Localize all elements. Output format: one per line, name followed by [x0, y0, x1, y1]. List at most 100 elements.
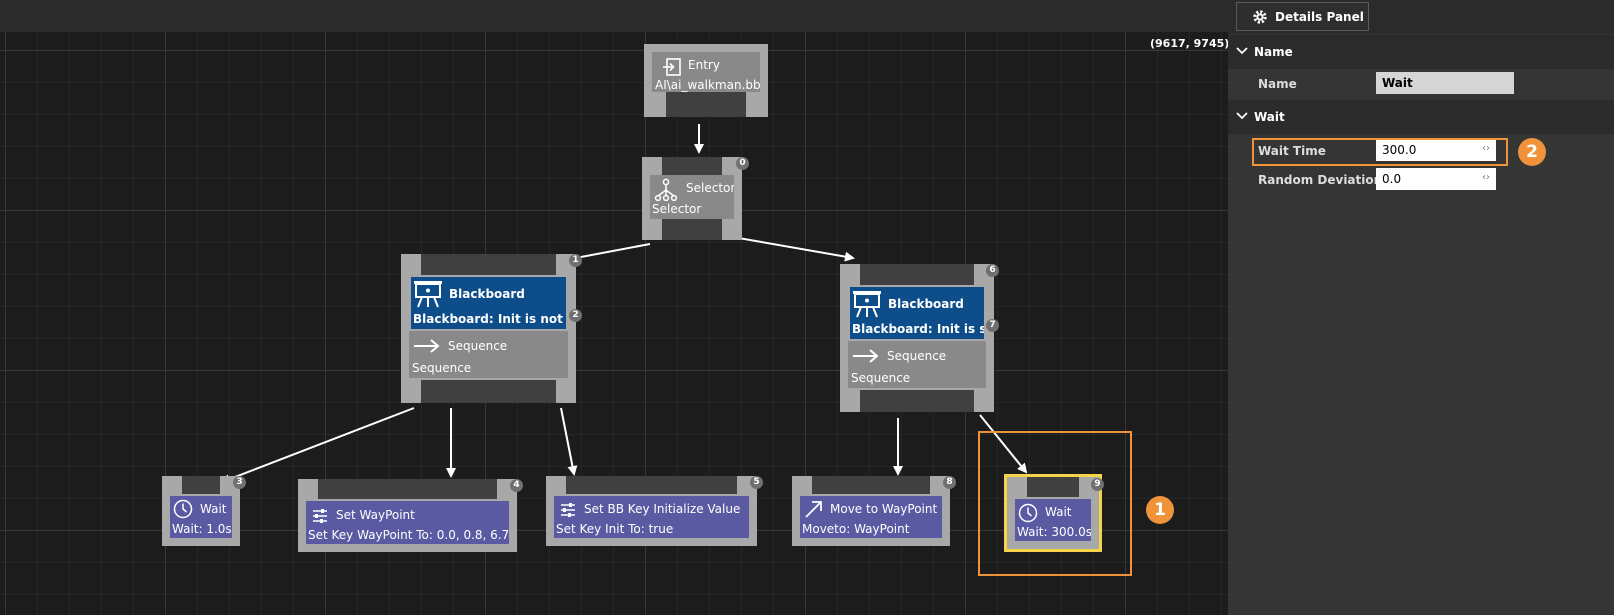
move-to-input-port[interactable]: [812, 476, 930, 494]
wait-2-body: Wait Wait: 300.0s: [1015, 499, 1091, 541]
selector-output-port[interactable]: [662, 219, 722, 240]
callout-2: 2: [1518, 138, 1546, 166]
selector-subtitle: Selector: [652, 202, 702, 216]
set-bb-key-index-badge: 5: [750, 476, 763, 489]
left-sequence-node[interactable]: Blackboard Blackboard: Init is not set S…: [401, 254, 576, 403]
set-waypoint-subtitle: Set Key WayPoint To: 0.0, 0.8, 6.7: [308, 528, 509, 542]
wire-left-setbbkey: [560, 407, 578, 476]
move-to-title: Move to WayPoint: [830, 502, 938, 516]
settings-sliders-icon: [313, 509, 327, 523]
set-waypoint-input-port[interactable]: [318, 479, 497, 499]
property-label-name: Name: [1258, 77, 1297, 91]
name-field[interactable]: Wait: [1376, 72, 1514, 94]
entry-node[interactable]: Entry AI\ai_walkman.bb: [644, 44, 768, 117]
wait-1-subtitle: Wait: 1.0s: [172, 522, 232, 536]
property-label-random-deviation: Random Deviation: [1258, 173, 1383, 187]
entry-title: Entry: [688, 58, 720, 72]
wire-left-wait1: [220, 407, 415, 484]
wait-1-body: Wait Wait: 1.0s: [170, 496, 232, 538]
wait-2-input-port[interactable]: [1027, 477, 1079, 497]
chevron-down-icon: [1236, 112, 1248, 120]
graph-toolbar-strip: [0, 0, 1228, 32]
left-blackboard-decorator[interactable]: Blackboard Blackboard: Init is not set: [411, 277, 566, 329]
wire-selector-right: [726, 235, 855, 262]
left-blackboard-index-badge: 2: [569, 309, 582, 322]
selector-icon: [654, 178, 678, 202]
property-row-random-deviation: Random Deviation 0.0 ‹›: [1228, 166, 1614, 194]
left-sequence-title: Sequence: [448, 339, 508, 353]
right-blackboard-subtitle: Blackboard: Init is set: [852, 322, 984, 336]
left-blackboard-title: Blackboard: [449, 287, 525, 301]
wait-1-input-port[interactable]: [182, 476, 220, 494]
wait-1-title: Wait: [200, 502, 227, 516]
right-blackboard-title: Blackboard: [888, 297, 964, 311]
diagonal-arrow-icon: [805, 501, 822, 518]
set-bb-key-task-node[interactable]: Set BB Key Initialize Value Set Key Init…: [546, 476, 757, 546]
spin-arrows-icon[interactable]: ‹›: [1482, 143, 1490, 154]
selector-input-port[interactable]: [662, 157, 722, 175]
entry-output-port[interactable]: [666, 92, 746, 117]
wait-task-node-2-selected[interactable]: Wait Wait: 300.0s: [1004, 474, 1102, 552]
gear-icon: [1253, 10, 1267, 24]
property-row-wait-time: Wait Time 300.0 ‹›: [1228, 137, 1614, 165]
entry-icon: [663, 58, 681, 76]
callout-1: 1: [1146, 496, 1174, 524]
left-sequence-input-port[interactable]: [421, 254, 556, 275]
set-waypoint-task-node[interactable]: Set WayPoint Set Key WayPoint To: 0.0, 0…: [298, 479, 517, 552]
category-name-header[interactable]: Name: [1228, 35, 1614, 69]
set-waypoint-title: Set WayPoint: [336, 508, 415, 522]
category-name-label: Name: [1254, 45, 1293, 59]
move-to-waypoint-task-node[interactable]: Move to WayPoint Moveto: WayPoint: [792, 476, 950, 546]
wait-time-highlight: [1252, 138, 1508, 166]
wait-2-subtitle: Wait: 300.0s: [1017, 525, 1091, 539]
blackboard-icon: [853, 291, 881, 318]
chevron-down-icon: [1236, 47, 1248, 55]
set-bb-key-input-port[interactable]: [566, 476, 737, 494]
right-sequence-index-badge: 6: [986, 264, 999, 277]
right-sequence-output-port[interactable]: [860, 390, 974, 412]
wire-right-wait2: [979, 414, 1028, 474]
wait-task-node-1[interactable]: Wait Wait: 1.0s: [162, 476, 240, 546]
set-waypoint-index-badge: 4: [510, 479, 523, 492]
category-wait-label: Wait: [1254, 110, 1285, 124]
wait-time-value: 300.0: [1382, 143, 1417, 157]
move-to-body: Move to WayPoint Moveto: WayPoint: [800, 496, 942, 538]
set-bb-key-title: Set BB Key Initialize Value: [584, 502, 741, 516]
category-wait-header[interactable]: Wait: [1228, 100, 1614, 134]
left-sequence-body: Sequence Sequence: [409, 331, 568, 378]
right-sequence-title: Sequence: [887, 349, 947, 363]
right-blackboard-index-badge: 7: [986, 319, 999, 332]
set-bb-key-body: Set BB Key Initialize Value Set Key Init…: [554, 496, 749, 538]
left-sequence-output-port[interactable]: [421, 380, 556, 403]
left-sequence-subtitle: Sequence: [412, 361, 472, 375]
property-row-name: Name Wait: [1228, 70, 1614, 98]
wait-time-field[interactable]: 300.0 ‹›: [1376, 139, 1496, 161]
selector-node[interactable]: Selector Selector: [642, 157, 742, 240]
property-label-wait-time: Wait Time: [1258, 144, 1326, 158]
random-deviation-value: 0.0: [1382, 172, 1402, 186]
clock-icon: [1018, 503, 1038, 523]
blackboard-icon: [414, 281, 442, 308]
sequence-arrow-icon: [853, 349, 879, 363]
right-sequence-input-port[interactable]: [860, 264, 974, 285]
right-sequence-node[interactable]: Blackboard Blackboard: Init is set Seque…: [840, 264, 994, 412]
wait-1-index-badge: 3: [233, 476, 246, 489]
details-panel-title: Details Panel: [1275, 10, 1364, 24]
clock-icon: [173, 499, 193, 519]
set-waypoint-body: Set WayPoint Set Key WayPoint To: 0.0, 0…: [306, 501, 509, 544]
wait-2-title: Wait: [1045, 505, 1072, 519]
selector-node-body: Selector Selector: [650, 175, 734, 219]
right-blackboard-decorator[interactable]: Blackboard Blackboard: Init is set: [850, 287, 984, 339]
move-to-subtitle: Moveto: WayPoint: [802, 522, 910, 536]
random-deviation-field[interactable]: 0.0 ‹›: [1376, 168, 1496, 190]
sequence-arrow-icon: [414, 339, 440, 353]
right-sequence-body: Sequence Sequence: [848, 341, 986, 388]
settings-sliders-icon: [561, 503, 575, 517]
details-panel-tab[interactable]: Details Panel: [1236, 2, 1369, 31]
left-sequence-index-badge: 1: [569, 254, 582, 267]
entry-node-body: Entry AI\ai_walkman.bb: [652, 52, 760, 92]
spin-arrows-icon[interactable]: ‹›: [1482, 172, 1490, 183]
name-field-value: Wait: [1382, 76, 1413, 90]
set-bb-key-subtitle: Set Key Init To: true: [556, 522, 674, 536]
right-sequence-subtitle: Sequence: [851, 371, 911, 385]
